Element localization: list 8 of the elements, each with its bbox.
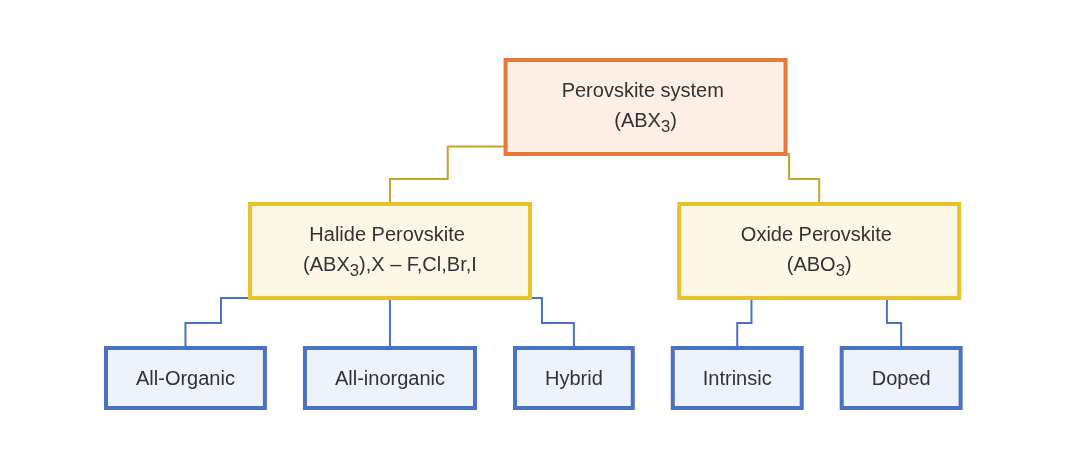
node-box: Oxide Perovskite (ABO$_{3}$)	[676, 202, 961, 300]
node-box: Perovskite system (ABX$_{3}$)	[503, 58, 788, 156]
node-box: All-Organic	[103, 346, 267, 410]
node-box: Doped	[839, 346, 963, 410]
node-box: Hybrid	[512, 346, 635, 410]
node-box: Intrinsic	[670, 346, 804, 410]
node-box: All-inorganic	[302, 346, 477, 410]
node-box: Halide Perovskite (ABX$_{3}$),X – F,Cl,Br,I	[247, 202, 532, 300]
